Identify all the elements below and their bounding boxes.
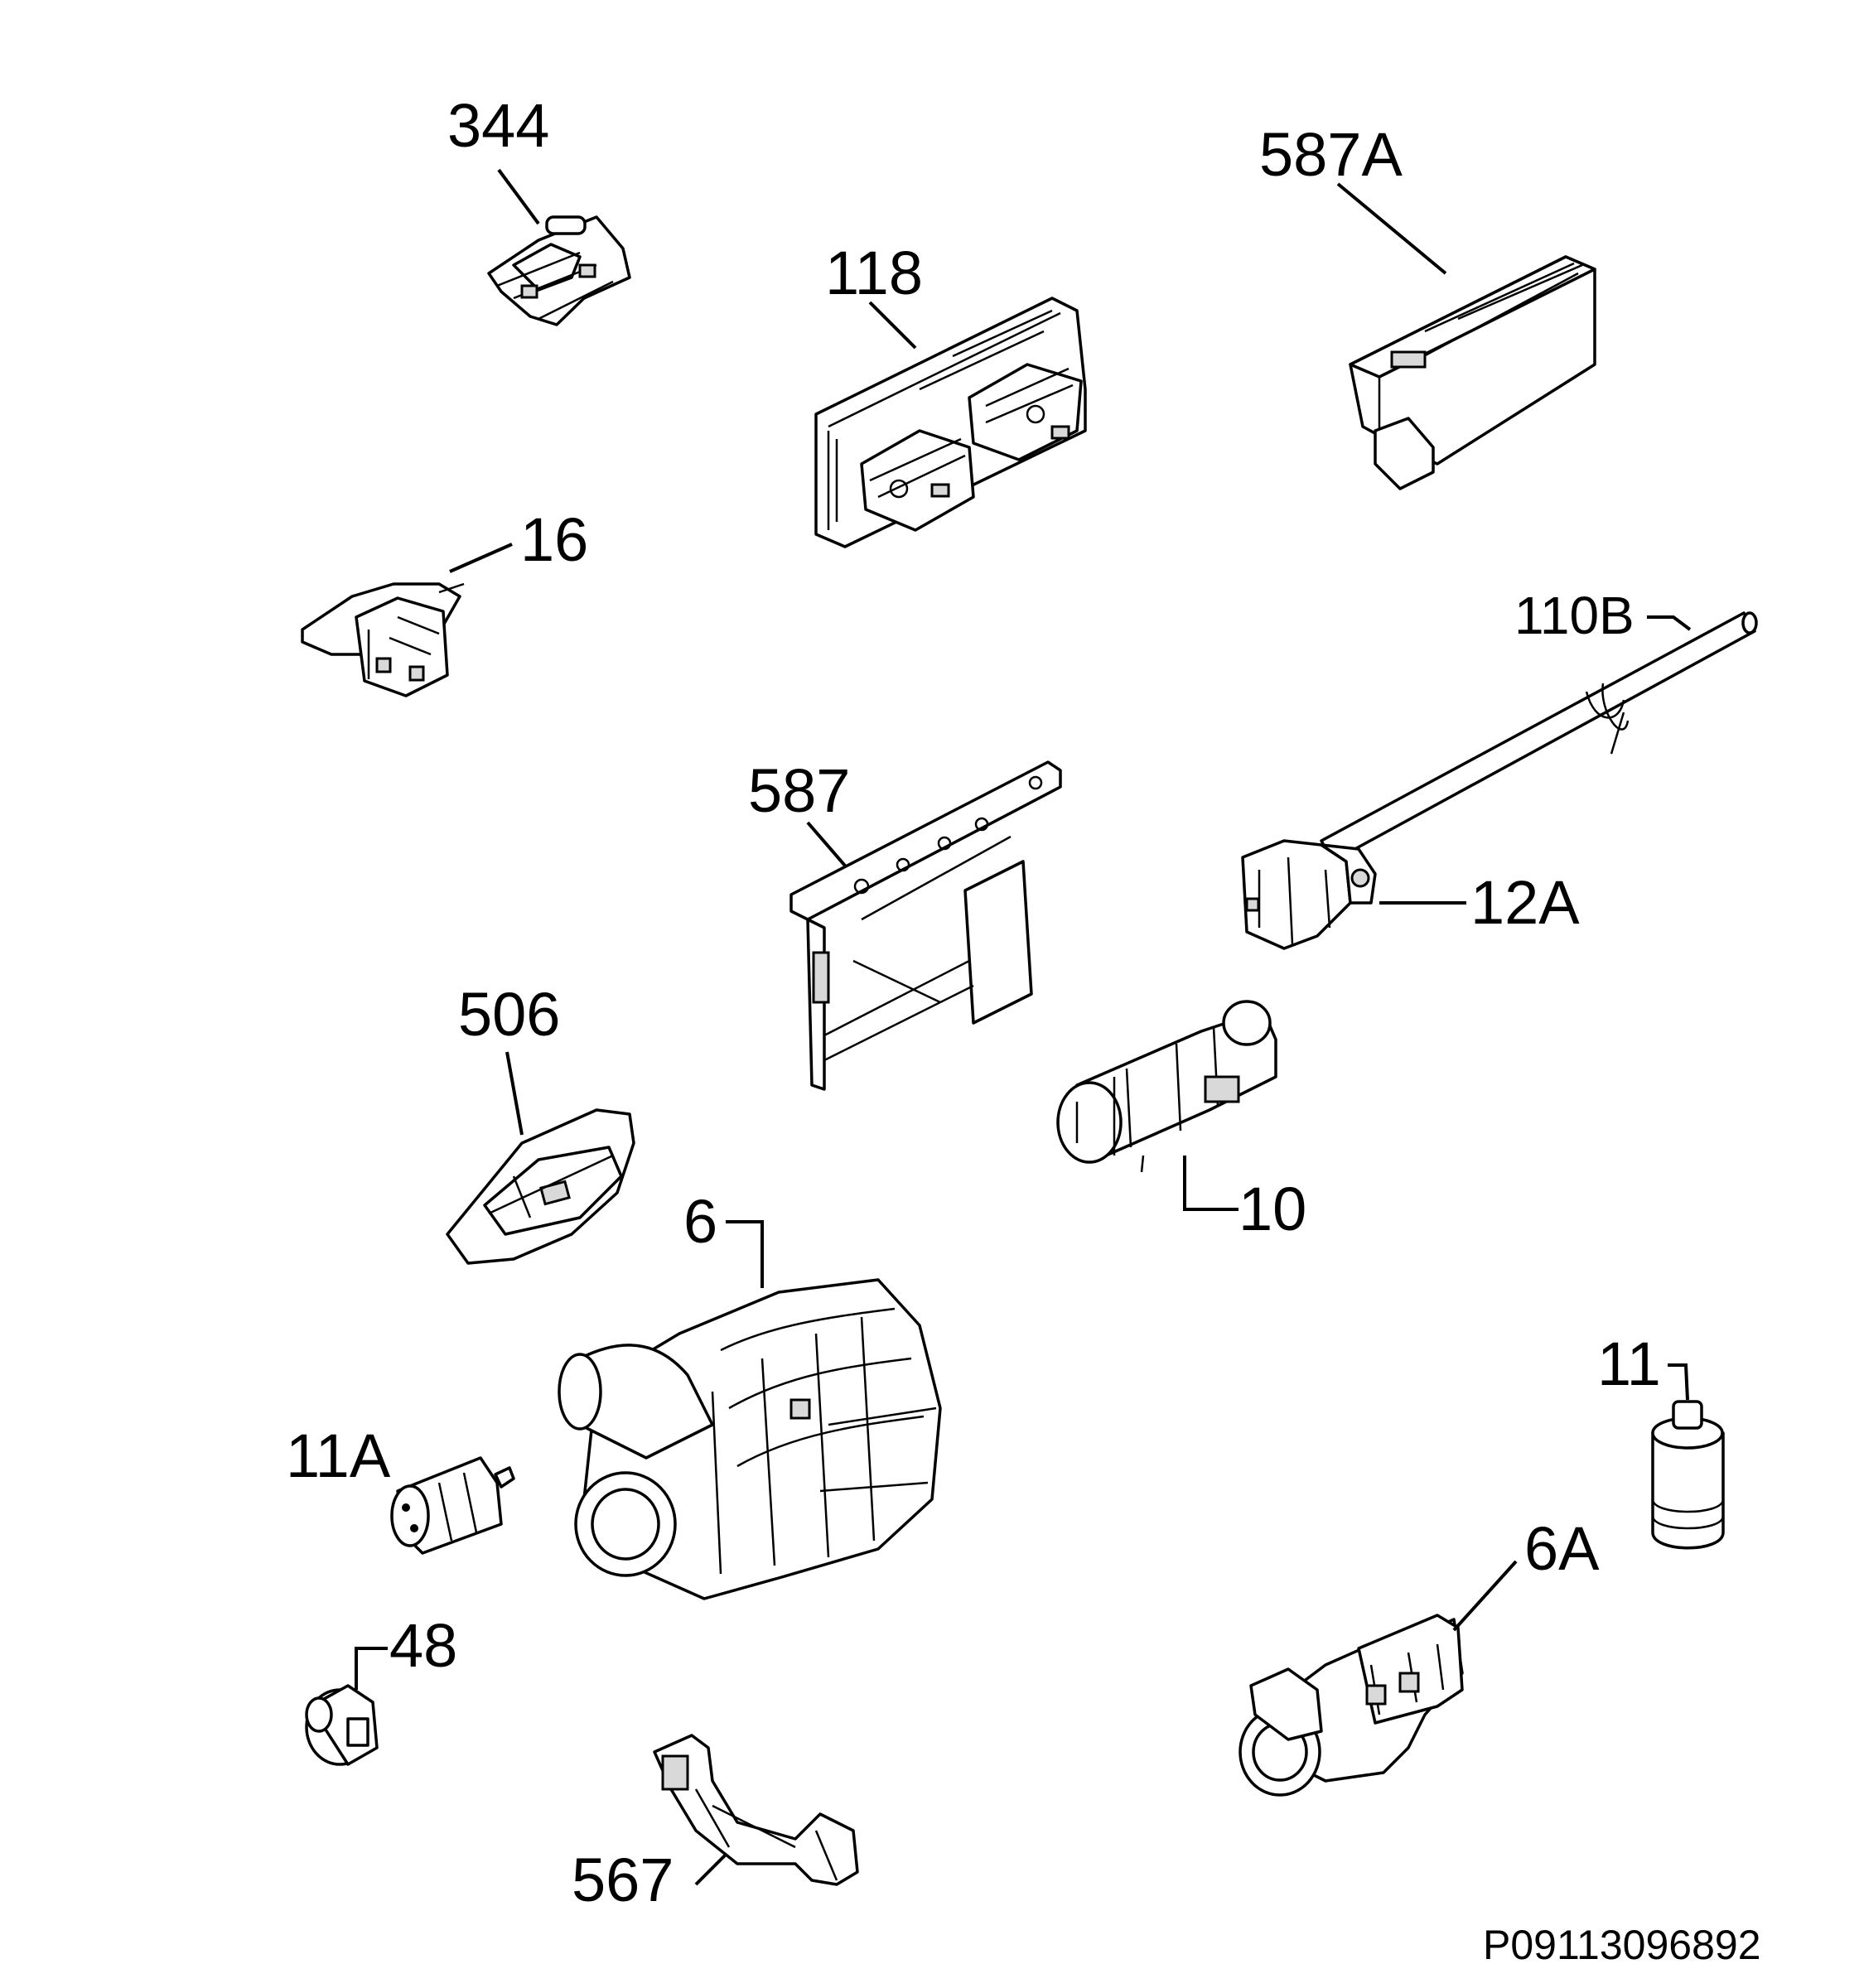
callout-11: 11: [1597, 1329, 1689, 1401]
callout-12A: 12A: [1379, 868, 1580, 937]
part-110B: [1320, 611, 1758, 863]
callout-344: 344: [447, 91, 549, 225]
callout-16: 16: [449, 505, 588, 574]
callout-label-10: 10: [1239, 1175, 1306, 1243]
part-506: [446, 1108, 635, 1265]
part-344: [487, 215, 631, 326]
callout-587: 587: [748, 756, 850, 867]
callout-label-16: 16: [520, 505, 588, 574]
callout-506: 506: [458, 980, 560, 1136]
part-587A: [1349, 255, 1596, 490]
part-10: [1056, 1000, 1277, 1173]
callout-label-506: 506: [458, 980, 560, 1049]
callout-6: 6: [683, 1187, 764, 1288]
part-48: [305, 1684, 379, 1766]
callout-6A: 6A: [1452, 1514, 1600, 1632]
callout-label-11A: 11A: [286, 1421, 391, 1490]
callout-11A: 11A: [286, 1421, 391, 1490]
callout-110B: 110B: [1514, 586, 1692, 645]
callout-label-567: 567: [572, 1846, 674, 1914]
callout-label-118: 118: [825, 239, 923, 307]
callout-label-6A: 6A: [1524, 1514, 1600, 1583]
callout-label-110B: 110B: [1514, 586, 1634, 645]
callout-10: 10: [1183, 1156, 1306, 1243]
part-11: [1651, 1400, 1725, 1550]
callout-567: 567: [572, 1846, 727, 1914]
callout-587A: 587A: [1259, 120, 1447, 275]
callout-label-6: 6: [683, 1187, 717, 1256]
part-12A: [1241, 839, 1377, 950]
part-567: [653, 1734, 859, 1886]
part-6A: [1239, 1614, 1464, 1797]
part-587: [789, 760, 1062, 1091]
callout-label-344: 344: [447, 91, 549, 160]
callout-label-48: 48: [389, 1611, 457, 1680]
callout-label-587A: 587A: [1259, 120, 1403, 189]
part-118: [814, 297, 1087, 548]
callout-118: 118: [825, 239, 923, 350]
part-11A: [390, 1456, 515, 1555]
callout-label-587: 587: [748, 756, 850, 825]
part-6: [558, 1278, 942, 1600]
part-16: [301, 582, 465, 697]
callout-label-12A: 12A: [1470, 868, 1580, 937]
callout-label-11: 11: [1597, 1329, 1661, 1398]
callout-48: 48: [355, 1611, 457, 1690]
diagram-code: P09113096892: [1483, 1922, 1761, 1968]
